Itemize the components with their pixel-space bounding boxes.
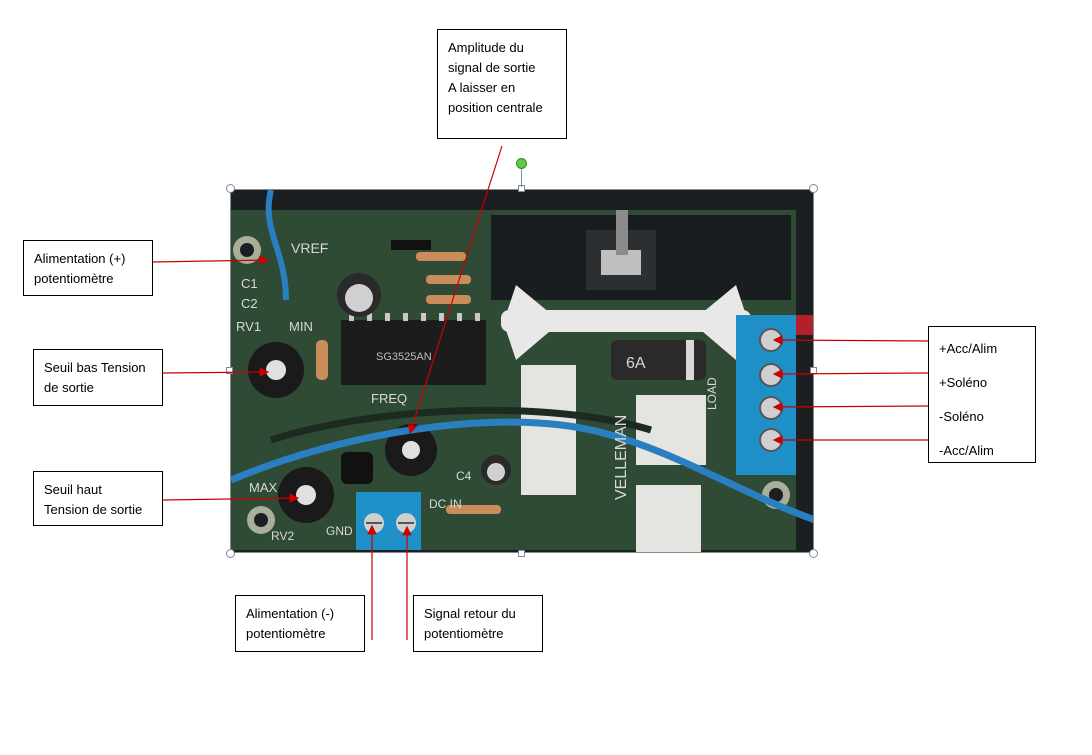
callout-terminals[interactable]: +Acc/Alim +Soléno -Soléno -Acc/Alim — [928, 326, 1036, 463]
terminal-soleno-plus: +Soléno — [939, 366, 1025, 400]
rv2-label: RV2 — [271, 529, 294, 543]
callout-amplitude[interactable]: Amplitude du signal de sortie A laisser … — [437, 29, 567, 139]
callout-amplitude-line-4: position centrale — [448, 100, 543, 115]
vref-label: VREF — [291, 240, 328, 256]
trimmer-rv2 — [278, 467, 334, 523]
arrow-seuil-bas — [162, 367, 270, 377]
min-label: MIN — [289, 319, 313, 334]
resize-handle-bottom-right[interactable] — [809, 549, 818, 558]
callout-amplitude-line-1: Amplitude du — [448, 40, 524, 55]
callout-alim-plus[interactable]: Alimentation (+) potentiomètre — [23, 240, 153, 296]
terminal-soleno-plus-text: +Soléno — [939, 375, 988, 390]
callout-seuil-bas-line-2: de sortie — [44, 380, 94, 395]
callout-alim-moins[interactable]: Alimentation (-) potentiomètre — [235, 595, 365, 652]
c1-label: C1 — [241, 276, 258, 291]
callout-alim-plus-line-1: Alimentation (+) — [34, 251, 126, 266]
resize-handle-left[interactable] — [226, 367, 233, 374]
callout-alim-plus-line-2: potentiomètre — [34, 271, 114, 286]
callout-amplitude-line-2: signal de sortie — [448, 60, 536, 75]
dc-in-label: DC IN — [429, 497, 462, 511]
terminal-soleno-minus: -Soléno — [939, 400, 1025, 434]
ceramic-resistor — [521, 365, 576, 495]
arrow-alim-plus — [151, 255, 270, 265]
callout-signal-retour-line-2: potentiomètre — [424, 626, 504, 641]
pcb-illustration: 6A SG3525AN — [231, 190, 813, 552]
callout-signal-retour[interactable]: Signal retour du potentiomètre — [413, 595, 543, 652]
rv1-label: RV1 — [236, 319, 261, 334]
max-label: MAX — [249, 480, 278, 495]
blue-wire — [265, 190, 289, 301]
arrow-acc-plus — [772, 335, 929, 345]
callout-seuil-bas-line-1: Seuil bas Tension — [44, 360, 146, 375]
resize-handle-bottom-left[interactable] — [226, 549, 235, 558]
callout-alim-moins-line-2: potentiomètre — [246, 626, 326, 641]
terminal-acc-alim-plus-text: +Acc/Alim — [939, 341, 998, 356]
pcb-photo[interactable]: 6A SG3525AN — [230, 189, 814, 553]
arrow-amplitude — [407, 145, 503, 435]
callout-seuil-haut-line-2: Tension de sortie — [44, 502, 143, 517]
resize-handle-top-right[interactable] — [809, 184, 818, 193]
rotate-handle[interactable] — [516, 158, 527, 169]
terminal-soleno-minus-text: -Soléno — [939, 409, 984, 424]
arrow-seuil-haut — [162, 493, 300, 503]
terminal-acc-alim-minus-text: -Acc/Alim — [939, 443, 994, 458]
callout-seuil-haut[interactable]: Seuil haut Tension de sortie — [33, 471, 163, 526]
resize-handle-top-left[interactable] — [226, 184, 235, 193]
arrow-soleno-minus — [772, 402, 929, 412]
velleman-label: VELLEMAN — [613, 415, 630, 500]
callout-alim-moins-line-1: Alimentation (-) — [246, 606, 335, 621]
callout-signal-retour-line-1: Signal retour du — [424, 606, 516, 621]
ic-chip — [341, 320, 486, 385]
callout-amplitude-line-3: A laisser en — [448, 80, 516, 95]
trimmer-rv1 — [248, 342, 304, 398]
fuse-label: 6A — [626, 355, 646, 372]
resize-handle-bottom[interactable] — [518, 550, 525, 557]
callout-seuil-haut-line-1: Seuil haut — [44, 482, 102, 497]
c2-label: C2 — [241, 296, 258, 311]
terminal-acc-alim-minus: -Acc/Alim — [939, 434, 1025, 468]
c4-label: C4 — [456, 469, 472, 483]
heatsink — [501, 285, 751, 360]
arrow-soleno-plus — [772, 369, 929, 379]
terminal-acc-alim-plus: +Acc/Alim — [939, 332, 1025, 366]
rotate-stem — [521, 169, 522, 187]
chip-label: SG3525AN — [376, 351, 432, 363]
freq-label: FREQ — [371, 391, 407, 406]
trimmer-freq — [385, 424, 437, 476]
gnd-label: GND — [326, 524, 353, 538]
callout-seuil-bas[interactable]: Seuil bas Tension de sortie — [33, 349, 163, 406]
load-label: LOAD — [705, 377, 719, 410]
